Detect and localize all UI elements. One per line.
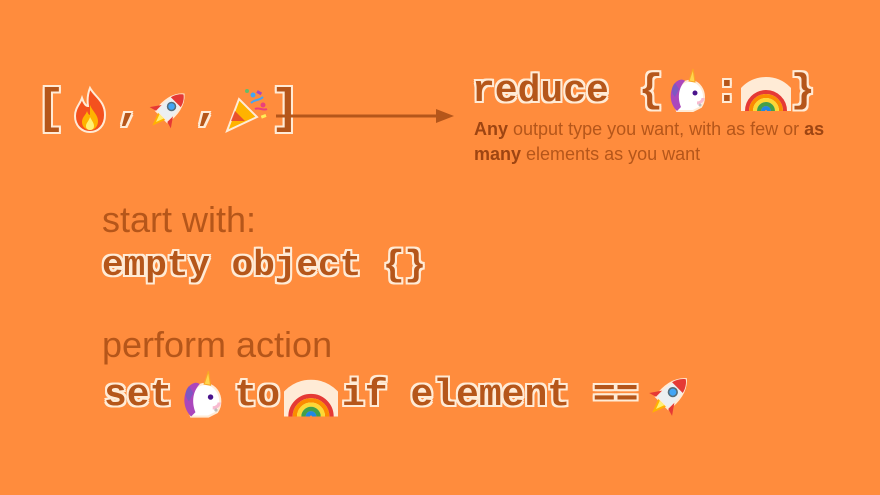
desc-any: Any [474, 119, 509, 139]
reduce-label: reduce [472, 70, 609, 113]
rainbow-icon [284, 369, 338, 423]
array-separator: , [194, 87, 219, 132]
reduce-heading: reduce { : } [472, 64, 815, 120]
word-set: set [104, 374, 173, 417]
desc-as-many: as many [474, 119, 825, 164]
rocket-icon [642, 369, 696, 423]
array-open-bracket: [ [36, 83, 65, 137]
arrow-right-icon [276, 109, 454, 123]
array-separator: , [116, 87, 141, 132]
party-popper-icon [221, 85, 271, 135]
reduce-description: Any output type you want, with as few or… [474, 117, 874, 167]
reduce-open-brace: { [638, 69, 663, 114]
perform-action-expression: set to if element == [104, 366, 700, 426]
desc-text-2: elements as you want [521, 144, 701, 164]
fire-icon [65, 85, 115, 135]
desc-text-1: output type you want, with as few or [508, 119, 805, 139]
perform-action-label: perform action [102, 324, 333, 365]
array-close-bracket: ] [270, 83, 300, 137]
word-to: to [234, 374, 281, 417]
start-with-label: start with: [102, 199, 257, 240]
unicorn-icon [663, 67, 713, 117]
reduce-colon: : [714, 69, 739, 114]
start-with-value: empty object {} [102, 245, 427, 286]
rocket-icon [143, 85, 193, 135]
rainbow-icon [741, 67, 791, 117]
word-if-element: if element == [342, 374, 639, 417]
unicorn-icon [176, 369, 230, 423]
reduce-close-brace: } [790, 69, 815, 114]
input-array: [ , , ] [36, 78, 300, 142]
